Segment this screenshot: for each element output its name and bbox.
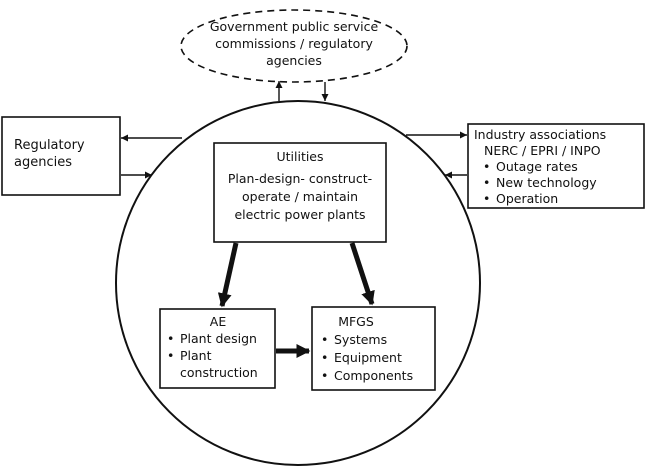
industry-item-outage: Outage rates (480, 159, 642, 175)
government-label: Government public service commissions / … (190, 18, 398, 69)
industry-item-operation: Operation (480, 191, 642, 207)
government-line-3: agencies (266, 53, 322, 68)
industry-item-technology: New technology (480, 175, 642, 191)
utility-sphere-circle (115, 100, 481, 466)
mfgs-title: MFGS (338, 314, 374, 329)
regulatory-label: Regulatory agencies (14, 137, 118, 171)
ae-item-construction: Plant construction (164, 347, 260, 381)
utilities-line-3: electric power plants (234, 207, 366, 222)
mfgs-item-components: Components (318, 367, 432, 385)
industry-title: Industry associations (474, 127, 607, 142)
regulatory-box (1, 116, 121, 196)
ae-title: AE (209, 314, 227, 329)
utilities-title: Utilities (276, 149, 324, 164)
utilities-line-1: Plan-design- construct- (227, 171, 373, 186)
utilities-line-2: operate / maintain (241, 189, 358, 204)
regulatory-line-2: agencies (14, 155, 72, 170)
utilities-label: Utilities Plan-design- construct- operat… (214, 148, 386, 224)
regulatory-line-1: Regulatory (14, 138, 85, 153)
ae-item-design: Plant design (164, 330, 272, 347)
industry-label: Industry associations NERC / EPRI / INPO… (474, 127, 642, 207)
mfgs-label: MFGS Systems Equipment Components (316, 313, 432, 385)
thick-arrow-to-ae (217, 242, 239, 308)
government-line-2: commissions / regulatory (215, 36, 373, 51)
mfgs-list: Systems Equipment Components (316, 331, 432, 385)
ae-list: Plant design Plant construction (164, 330, 272, 381)
government-line-1: Government public service (209, 19, 379, 34)
mfgs-item-systems: Systems (318, 331, 432, 349)
industry-list: Outage rates New technology Operation (474, 159, 642, 207)
thick-arrow-to-mfgs (349, 242, 375, 306)
government-ellipse (180, 9, 408, 83)
ae-label: AE Plant design Plant construction (164, 313, 272, 381)
utilities-box (213, 142, 387, 243)
mfgs-item-equipment: Equipment (318, 349, 432, 367)
industry-subtitle: NERC / EPRI / INPO (484, 143, 601, 158)
